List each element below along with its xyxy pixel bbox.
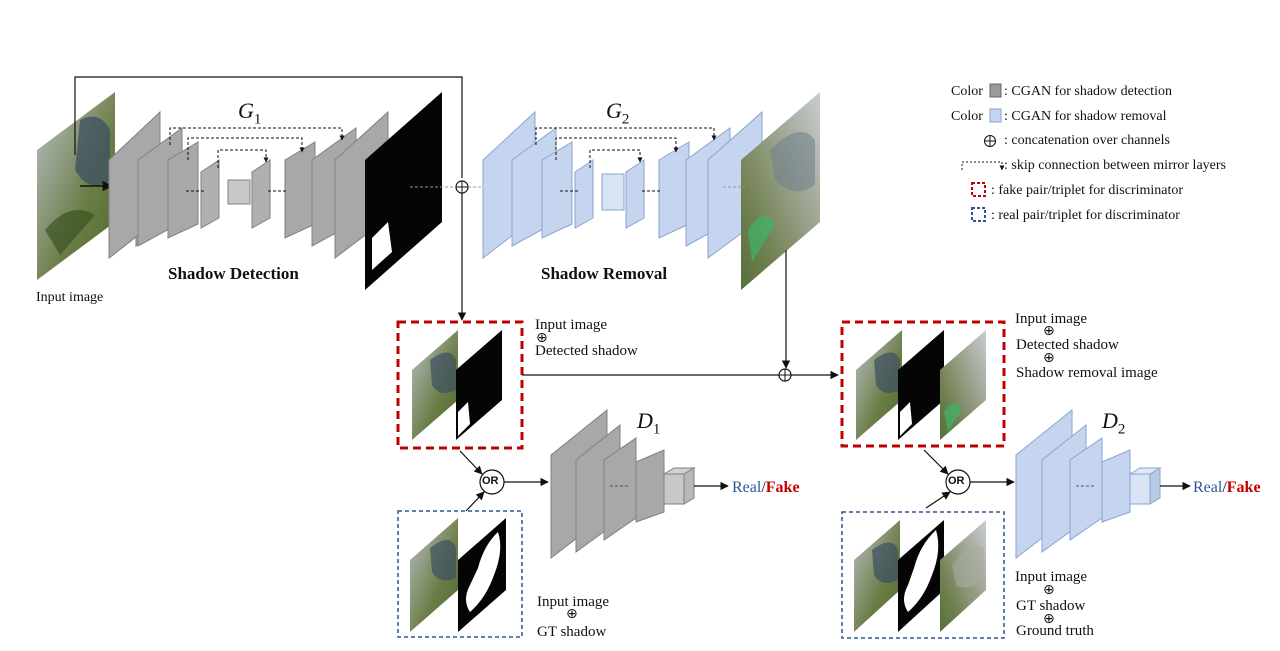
d2-real-label-input: Input image — [1015, 569, 1088, 585]
g1-detected-shadow-output — [365, 92, 442, 290]
oplus-icon — [984, 135, 996, 147]
d1-real-pair-images — [410, 518, 506, 632]
d2-fake-label-shadow: Detected shadow — [1016, 337, 1119, 353]
input-image-label: Input image — [36, 290, 104, 305]
d1-real-label-gt: GT shadow — [537, 624, 607, 640]
g1-title: G1 — [238, 98, 262, 128]
d1-title: D1 — [637, 408, 661, 438]
d2-real-triplet-box — [841, 511, 1005, 639]
d2-title: D2 — [1102, 408, 1126, 438]
concat-symbol: ⊕ — [1043, 611, 1055, 627]
skip-arrow-icon — [961, 161, 1005, 171]
gray-swatch — [989, 83, 1002, 98]
legend-text-1: : CGAN for shadow detection — [1004, 84, 1172, 99]
legend-text-5: : fake pair/triplet for discriminator — [991, 183, 1184, 198]
d1-output-label: Real/Fake — [732, 479, 800, 496]
g1-skip-connections — [169, 127, 345, 192]
d2-fake-label-input: Input image — [1015, 311, 1088, 327]
concat-symbol: ⊕ — [566, 606, 578, 622]
d1-real-label-input: Input image — [537, 594, 610, 610]
or-label-d2: OR — [948, 475, 965, 487]
g1-caption: Shadow Detection — [168, 264, 299, 283]
legend-prefix-1: Color — [951, 84, 983, 99]
concat-node-bottom — [778, 368, 792, 382]
d1-fake-label-shadow: Detected shadow — [535, 343, 638, 359]
concat-symbol: ⊕ — [1043, 582, 1055, 598]
d2-fake-triplet-box — [840, 320, 1006, 448]
concat-symbol: ⊕ — [1043, 323, 1055, 339]
legend-symbols — [961, 83, 1005, 222]
blue-swatch — [989, 108, 1002, 123]
d2-discriminator-layers — [1015, 408, 1162, 560]
d2-real-label-gt: GT shadow — [1016, 598, 1086, 614]
d1-fake-label-input: Input image — [535, 317, 608, 333]
input-image-thumbnail — [37, 92, 115, 280]
d2-fake-label-removal: Shadow removal image — [1016, 365, 1158, 381]
concat-symbol: ⊕ — [1043, 350, 1055, 366]
concat-node-top — [455, 180, 469, 194]
legend-text-6: : real pair/triplet for discriminator — [991, 208, 1180, 223]
d1-real-pair-box — [397, 510, 523, 638]
legend-text-3: : concatenation over channels — [1004, 133, 1170, 148]
g2-caption: Shadow Removal — [541, 264, 668, 283]
g2-title: G2 — [606, 98, 630, 128]
d1-fake-pair-images — [412, 330, 502, 440]
legend-prefix-2: Color — [951, 109, 983, 124]
g1-encoder-decoder-layers — [108, 110, 389, 260]
concat-symbol: ⊕ — [536, 330, 548, 346]
d2-real-triplet-images — [854, 520, 986, 632]
blue-dashed-box — [971, 207, 986, 222]
d1-discriminator-layers — [550, 408, 696, 560]
red-dashed-box — [971, 182, 986, 197]
g2-encoder-decoder-layers — [482, 110, 763, 260]
d2-fake-triplet-images — [856, 330, 986, 440]
d2-output-label: Real/Fake — [1193, 479, 1261, 496]
g2-skip-connections — [535, 127, 717, 192]
or-label-d1: OR — [482, 475, 499, 487]
d1-fake-pair-box — [396, 320, 524, 450]
legend-text-2: : CGAN for shadow removal — [1004, 109, 1167, 124]
g2-shadow-removal-output — [741, 92, 820, 290]
d2-real-label-gt-image: Ground truth — [1016, 623, 1094, 639]
legend-text-4: : skip connection between mirror layers — [1004, 158, 1226, 173]
